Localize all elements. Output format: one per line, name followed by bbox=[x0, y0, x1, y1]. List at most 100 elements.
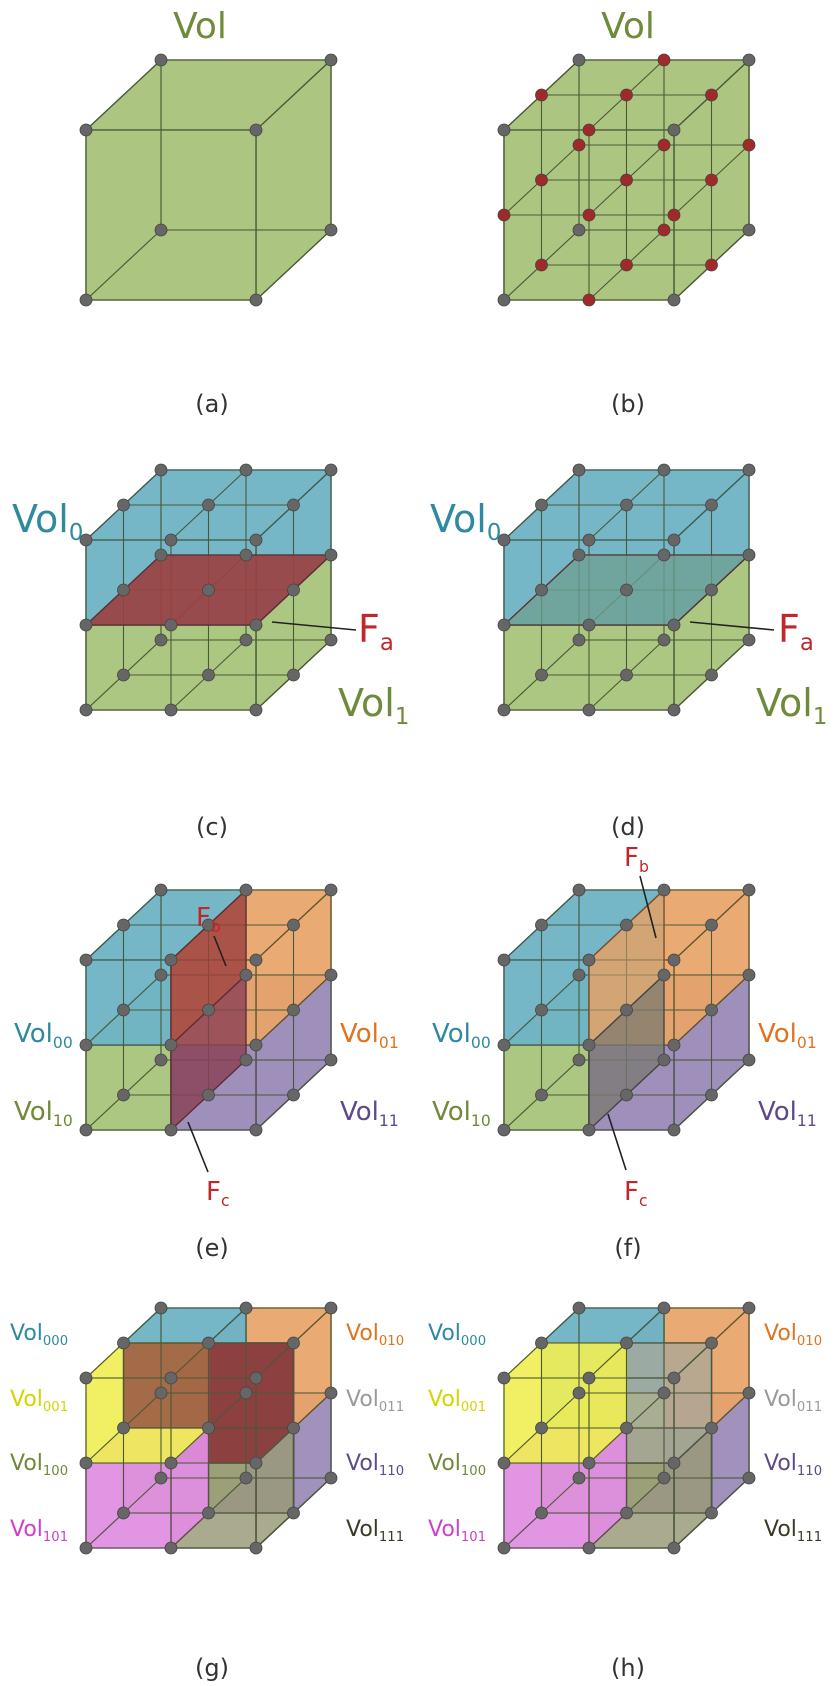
midpoint-dot bbox=[164, 703, 178, 717]
panel-h: Vol000 Vol001 Vol100 Vol101 Vol010 Vol01… bbox=[428, 1301, 822, 1682]
midpoint-dot bbox=[164, 1123, 178, 1137]
vertex-dot bbox=[249, 533, 263, 547]
vertex-dot bbox=[324, 223, 338, 237]
midpoint-dot bbox=[117, 1336, 130, 1350]
midpoint-dot bbox=[535, 1506, 548, 1520]
hidden-edge bbox=[85, 229, 162, 301]
midpoint-dot bbox=[287, 1088, 300, 1102]
midpoint-dot bbox=[324, 1386, 338, 1400]
midpoint-dot bbox=[582, 208, 596, 222]
box-front bbox=[85, 129, 257, 301]
midpoint-dot bbox=[239, 968, 253, 982]
vertex-dot bbox=[154, 1301, 168, 1315]
midpoint-dot bbox=[287, 1421, 300, 1435]
midpoint-dot bbox=[535, 668, 548, 682]
midpoint-dot bbox=[620, 583, 633, 597]
midpoint-dot bbox=[497, 1456, 511, 1470]
vertex-dot bbox=[249, 1371, 263, 1385]
caption-a: (a) bbox=[195, 390, 228, 418]
vertex-dot bbox=[572, 1301, 586, 1315]
midpoint-dot bbox=[287, 668, 300, 682]
fc-leader-f bbox=[607, 1113, 627, 1171]
vol-label-a: Vol bbox=[173, 6, 227, 47]
vertex-dot bbox=[742, 1053, 756, 1067]
vertex-dot bbox=[742, 53, 756, 67]
caption-h: (h) bbox=[611, 1654, 645, 1682]
midpoint-dot bbox=[572, 1386, 586, 1400]
midpoint-dot bbox=[582, 1371, 596, 1385]
midpoint-dot bbox=[79, 618, 93, 632]
vertex-dot bbox=[79, 953, 93, 967]
vertex-dot bbox=[667, 123, 681, 137]
midpoint-dot bbox=[582, 293, 596, 307]
vertex-dot bbox=[249, 123, 263, 137]
midpoint-dot bbox=[582, 618, 596, 632]
midpoint-dot bbox=[705, 1506, 718, 1520]
midpoint-dot bbox=[657, 1301, 671, 1315]
caption-g: (g) bbox=[195, 1654, 229, 1682]
vertex-dot bbox=[742, 1471, 756, 1485]
fa-leader-c bbox=[271, 621, 357, 631]
vertex-dot bbox=[572, 53, 586, 67]
vertex-dot bbox=[497, 1541, 511, 1555]
midpoint-dot bbox=[535, 88, 548, 102]
vol111-label-h: Vol111 bbox=[764, 1517, 822, 1545]
vertex-dot bbox=[667, 1541, 681, 1555]
midpoint-dot bbox=[657, 53, 671, 67]
midpoint-dot bbox=[117, 668, 130, 682]
midpoint-dot bbox=[657, 1386, 671, 1400]
midpoint-dot bbox=[202, 668, 215, 682]
midpoint-dot bbox=[324, 968, 338, 982]
vertex-dot bbox=[249, 953, 263, 967]
vol010-label-h: Vol010 bbox=[764, 1321, 822, 1349]
midpoint-dot bbox=[287, 918, 300, 932]
vertex-dot bbox=[249, 293, 263, 307]
midpoint-dot bbox=[705, 583, 718, 597]
vol011-label-g: Vol011 bbox=[346, 1387, 404, 1415]
midpoint-dot bbox=[249, 1038, 263, 1052]
midpoint-dot bbox=[117, 918, 130, 932]
midpoint-dot bbox=[705, 1421, 718, 1435]
midpoint-dot bbox=[164, 1456, 178, 1470]
vertex-dot bbox=[667, 703, 681, 717]
midpoint-dot bbox=[620, 918, 633, 932]
midpoint-dot bbox=[239, 1053, 253, 1067]
midpoint-dot bbox=[249, 1456, 263, 1470]
vertex-dot bbox=[154, 1053, 168, 1067]
midpoint-dot bbox=[657, 463, 671, 477]
vertex-dot bbox=[154, 1471, 168, 1485]
midpoint-dot bbox=[202, 583, 215, 597]
panel-e: Fb Vol00 Vol01 Vol10 Vol11 Fc (e) bbox=[14, 883, 399, 1262]
panel-f: Fb Vol00 Vol01 Vol10 Vol11 Fc (f) bbox=[432, 843, 817, 1262]
vertex-dot bbox=[667, 293, 681, 307]
vol011-label-h: Vol011 bbox=[764, 1387, 822, 1415]
vertex-dot bbox=[572, 463, 586, 477]
midpoint-dot bbox=[164, 1541, 178, 1555]
vertex-dot bbox=[324, 53, 338, 67]
fb-leader-f bbox=[639, 875, 657, 939]
midpoint-dot bbox=[657, 633, 671, 647]
vertex-dot bbox=[497, 123, 511, 137]
midpoint-dot bbox=[287, 1336, 300, 1350]
vol010-label-g: Vol010 bbox=[346, 1321, 404, 1349]
vertex-dot bbox=[79, 533, 93, 547]
midpoint-dot bbox=[705, 1088, 718, 1102]
midpoint-dot bbox=[239, 1386, 253, 1400]
midpoint-dot bbox=[620, 1088, 633, 1102]
midpoint-dot bbox=[164, 953, 178, 967]
vertex-dot bbox=[79, 1541, 93, 1555]
midpoint-dot bbox=[582, 703, 596, 717]
midpoint-dot bbox=[239, 548, 253, 562]
vertex-dot bbox=[742, 1301, 756, 1315]
panel-b: Vol (b) bbox=[497, 6, 756, 418]
vertex-dot bbox=[324, 1053, 338, 1067]
midpoint-dot bbox=[620, 173, 633, 187]
vertex-dot bbox=[572, 1471, 586, 1485]
midpoint-dot bbox=[535, 583, 548, 597]
vol001-label-g: Vol001 bbox=[10, 1387, 68, 1415]
vol0-label-c: Vol0 bbox=[12, 497, 83, 546]
vol101-label-g: Vol101 bbox=[10, 1517, 68, 1545]
midpoint-dot bbox=[164, 533, 178, 547]
fc-label-e: Fc bbox=[206, 1177, 230, 1210]
